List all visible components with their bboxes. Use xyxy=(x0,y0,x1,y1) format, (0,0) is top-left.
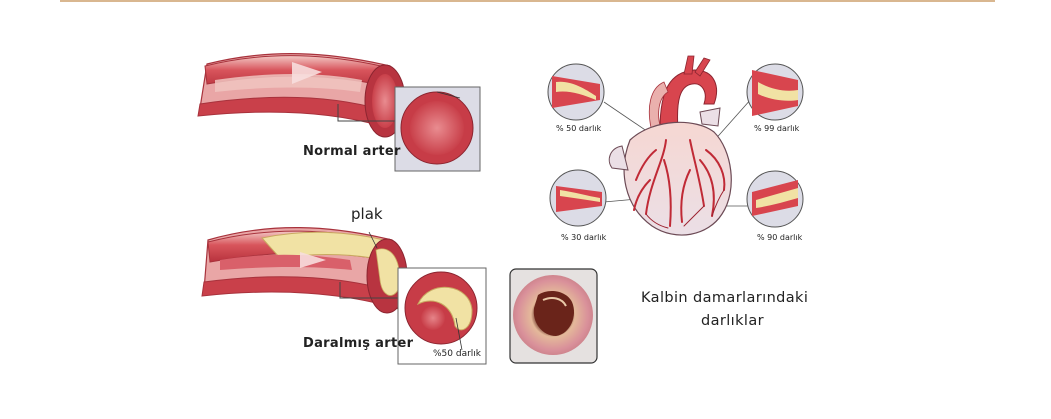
inset-50-label: % 50 darlık xyxy=(556,124,602,133)
normal-artery-label: Normal arter xyxy=(303,144,401,159)
normal-artery xyxy=(197,53,481,172)
heart-diagram xyxy=(547,55,804,236)
caption-line-2: darlıklar xyxy=(701,313,764,329)
caption: Kalbin damarlarındaki darlıklar xyxy=(641,287,841,333)
artery-cross-section-photo xyxy=(509,268,598,364)
inset-90 xyxy=(746,170,804,228)
inset-30 xyxy=(549,169,607,227)
caption-line-1: Kalbin damarlarındaki xyxy=(641,290,809,306)
cross-section-stenosis-label: %50 darlık xyxy=(433,349,482,359)
inset-30-label: % 30 darlık xyxy=(561,233,607,242)
plaque-label: plak xyxy=(351,205,383,223)
narrowed-artery xyxy=(201,227,487,365)
inset-99-label: % 99 darlık xyxy=(754,124,800,133)
inset-90-label: % 90 darlık xyxy=(757,233,803,242)
top-divider xyxy=(60,0,995,2)
inset-50 xyxy=(547,63,605,121)
inset-99 xyxy=(746,63,804,121)
narrowed-artery-label: Daralmış arter xyxy=(303,336,414,351)
